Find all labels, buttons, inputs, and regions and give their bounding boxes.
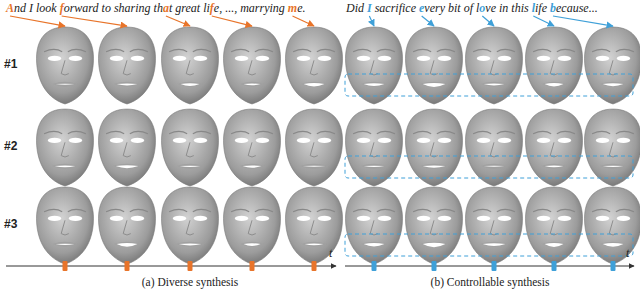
face-mesh bbox=[37, 27, 94, 104]
pointer-arrow bbox=[10, 16, 65, 26]
face-mesh bbox=[466, 109, 523, 186]
time-tick bbox=[492, 261, 497, 271]
face-mesh bbox=[406, 109, 463, 186]
face-mesh bbox=[526, 109, 583, 186]
face-mesh bbox=[585, 187, 640, 264]
caption-text: (a) Diverse synthesis bbox=[142, 276, 238, 289]
row-number: #1 bbox=[4, 58, 17, 72]
row-number: #2 bbox=[4, 140, 17, 154]
time-axis bbox=[345, 266, 634, 267]
face-mesh bbox=[162, 27, 219, 104]
face-mesh bbox=[346, 187, 403, 264]
sentence-part: very bit of l bbox=[424, 1, 479, 15]
face-mesh bbox=[99, 109, 156, 186]
axis-label: t bbox=[329, 247, 332, 261]
sentence-part: e, ..., marrying bbox=[214, 1, 288, 15]
caption-text: (b) Controllable synthesis bbox=[431, 276, 550, 289]
face-mesh bbox=[466, 187, 523, 264]
time-tick bbox=[125, 261, 130, 271]
face-mesh bbox=[346, 27, 403, 104]
face-mesh bbox=[406, 27, 463, 104]
pointer-arrow bbox=[166, 16, 190, 26]
row-number: #3 bbox=[4, 218, 17, 232]
pointer-arrow bbox=[62, 16, 127, 26]
sentence-part: l bbox=[532, 1, 535, 15]
face-mesh bbox=[37, 187, 94, 264]
face-mesh bbox=[466, 27, 523, 104]
face-mesh bbox=[406, 187, 463, 264]
sentence-part: b bbox=[550, 1, 556, 15]
sentence-text: And I look forward to sharing that great… bbox=[6, 2, 305, 16]
face-mesh bbox=[224, 27, 281, 104]
face-mesh bbox=[286, 187, 343, 264]
face-mesh bbox=[526, 187, 583, 264]
face-mesh bbox=[526, 27, 583, 104]
pointer-arrow bbox=[553, 16, 613, 26]
time-tick bbox=[250, 261, 255, 271]
sentence-part: A bbox=[6, 1, 14, 15]
pointer-arrow bbox=[422, 16, 434, 26]
sentence-part: I bbox=[367, 1, 372, 15]
sentence-text: Did I sacrifice every bit of love in thi… bbox=[346, 2, 598, 16]
pointer-arrow bbox=[212, 16, 252, 26]
time-tick bbox=[312, 261, 317, 271]
mouth-region-box bbox=[345, 234, 633, 256]
time-tick bbox=[432, 261, 437, 271]
sentence-part: e bbox=[419, 1, 424, 15]
sentence-part: f bbox=[60, 1, 64, 15]
time-tick bbox=[63, 261, 68, 271]
sentence-part: ve in this bbox=[485, 1, 531, 15]
sentence-part: sacrifice bbox=[372, 1, 419, 15]
mouth-region-box bbox=[345, 74, 633, 96]
sentence-part: m bbox=[288, 1, 297, 15]
sentence-part: ife bbox=[535, 1, 550, 15]
time-tick bbox=[372, 261, 377, 271]
sentence-part: t great li bbox=[169, 1, 210, 15]
time-tick bbox=[552, 261, 557, 271]
time-tick bbox=[188, 261, 193, 271]
face-mesh bbox=[224, 109, 281, 186]
sentence-part: Did bbox=[346, 1, 367, 15]
sentence-part: ecause... bbox=[556, 1, 598, 15]
face-mesh bbox=[99, 187, 156, 264]
face-mesh bbox=[224, 187, 281, 264]
face-mesh bbox=[162, 109, 219, 186]
pointer-arrow bbox=[369, 16, 374, 26]
face-mesh bbox=[286, 27, 343, 104]
face-mesh bbox=[37, 109, 94, 186]
sentence-part: f bbox=[210, 1, 214, 15]
face-mesh bbox=[286, 109, 343, 186]
sentence-part: orward to sharing th bbox=[64, 1, 163, 15]
pointer-arrow bbox=[533, 16, 554, 26]
face-mesh bbox=[99, 27, 156, 104]
axis-label: t bbox=[626, 247, 629, 261]
sentence-part: a bbox=[163, 1, 169, 15]
sentence-part: nd I look bbox=[14, 1, 60, 15]
face-mesh bbox=[585, 27, 640, 104]
face-mesh bbox=[162, 187, 219, 264]
pointer-arrow bbox=[292, 16, 314, 26]
mouth-region-box bbox=[345, 156, 633, 178]
face-mesh bbox=[346, 109, 403, 186]
pointer-arrow bbox=[482, 16, 494, 26]
time-axis bbox=[6, 266, 336, 267]
sentence-part: o bbox=[479, 1, 485, 15]
face-mesh bbox=[585, 109, 640, 186]
time-tick bbox=[611, 261, 616, 271]
sentence-part: e. bbox=[297, 1, 305, 15]
